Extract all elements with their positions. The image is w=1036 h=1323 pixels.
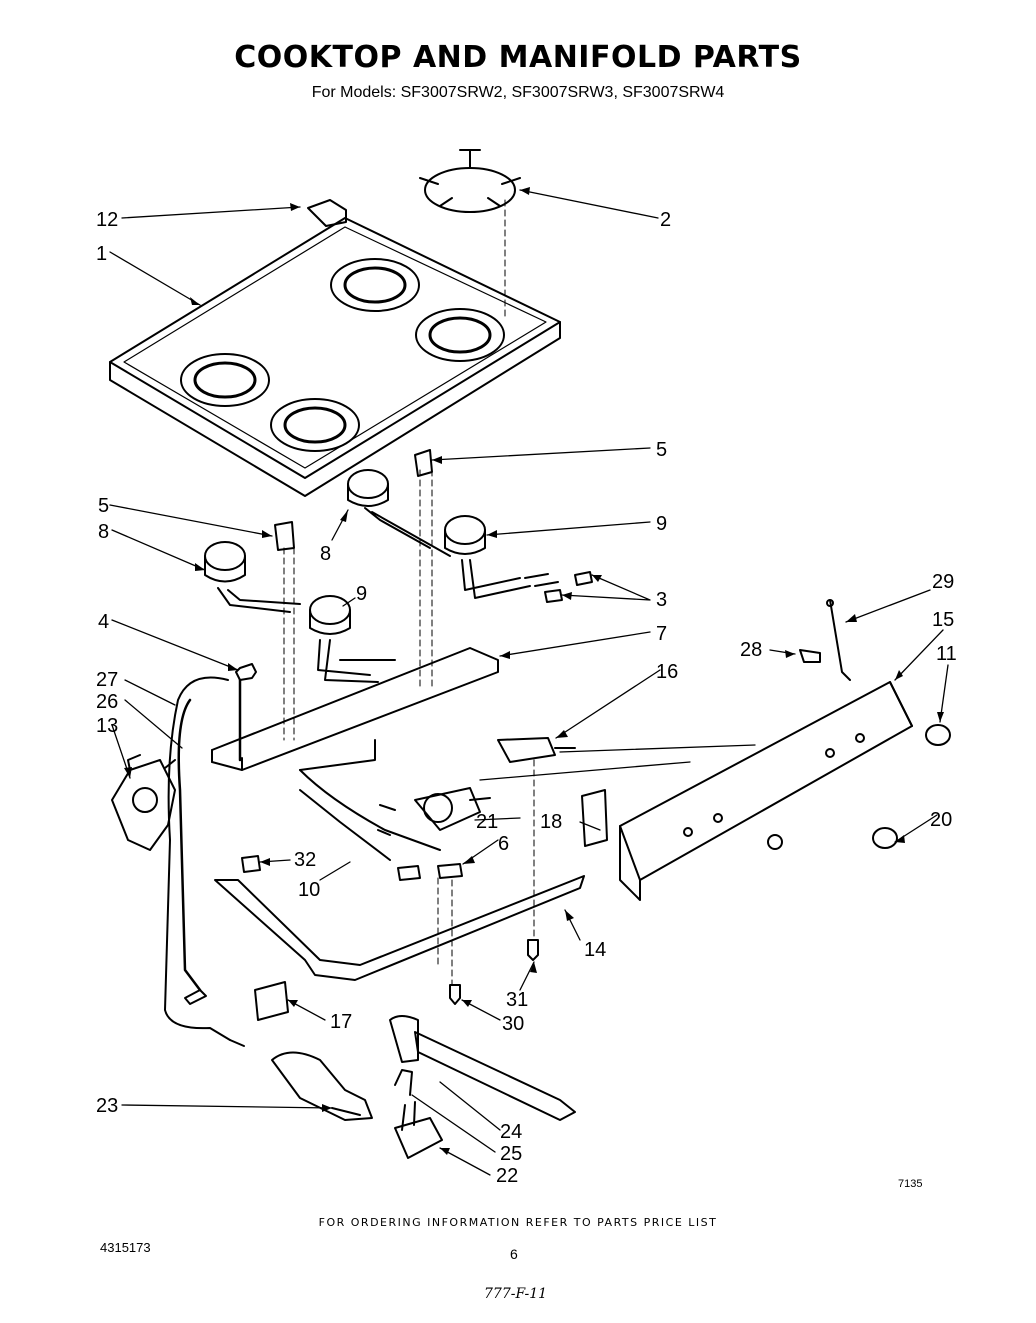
burner-grate: [419, 149, 521, 213]
control-panel: [619, 681, 913, 901]
valve-bracket: [581, 789, 608, 847]
cooktop-panel: [109, 217, 561, 497]
gas-tubing: [164, 676, 231, 1041]
callout-30: 30: [502, 1013, 524, 1035]
control-knob: [925, 724, 951, 746]
callout-7: 7: [656, 623, 667, 645]
page-number: 6: [510, 1246, 518, 1262]
callout-1: 1: [96, 243, 107, 265]
callout-2: 2: [660, 209, 671, 231]
pilot-valve: [497, 737, 556, 763]
callout-3: 3: [656, 589, 667, 611]
oven-burner: [389, 1015, 576, 1121]
panel-screw: [799, 649, 821, 663]
selector-knob: [872, 827, 898, 849]
callout-22: 22: [496, 1165, 518, 1187]
callout-9-right: 9: [656, 513, 667, 535]
callout-21: 21: [476, 811, 498, 833]
callout-27: 27: [96, 669, 118, 691]
orifice-hood-1: [574, 571, 593, 586]
burner-assembly-right: [347, 469, 559, 599]
burner-bracket-left: [274, 521, 295, 551]
spark-connector-2: [397, 865, 421, 881]
callout-8-right: 8: [320, 543, 331, 565]
callout-5-right: 5: [656, 439, 667, 461]
callout-32: 32: [294, 849, 316, 871]
screw-31: [527, 939, 539, 961]
ordering-note: FOR ORDERING INFORMATION REFER TO PARTS …: [318, 1216, 718, 1229]
callout-29: 29: [932, 571, 954, 593]
callout-16: 16: [656, 661, 678, 683]
mounting-plate: [254, 981, 289, 1021]
callout-17: 17: [330, 1011, 352, 1033]
oven-pilot: [271, 1051, 373, 1121]
callout-11: 11: [936, 643, 957, 665]
callout-31: 31: [506, 989, 528, 1011]
burner-support-rail: [214, 875, 585, 981]
callout-25: 25: [500, 1143, 522, 1165]
thermocouple-tube: [394, 1069, 413, 1096]
callout-20: 20: [930, 809, 952, 831]
cooktop-bracket: [307, 199, 347, 227]
pressure-regulator: [111, 754, 176, 851]
page-title: COOKTOP AND MANIFOLD PARTS: [234, 40, 802, 75]
callout-9-left: 9: [356, 583, 367, 605]
callout-14: 14: [584, 939, 606, 961]
drawing-code: 7135: [898, 1178, 923, 1190]
spark-connector-1: [437, 863, 463, 879]
callout-5-left: 5: [98, 495, 109, 517]
callout-24: 24: [500, 1121, 522, 1143]
burner-assembly-left: [204, 541, 396, 683]
callout-10: 10: [298, 879, 320, 901]
callout-15: 15: [932, 609, 954, 631]
models-subtitle: For Models: SF3007SRW2, SF3007SRW3, SF30…: [311, 84, 725, 101]
orifice-hood-2: [544, 589, 563, 603]
screw-30: [449, 984, 461, 1005]
callout-28: 28: [740, 639, 762, 661]
callout-23: 23: [96, 1095, 118, 1117]
handwritten-note: 777-F-11: [484, 1286, 548, 1302]
manifold-tube: [177, 678, 242, 992]
burner-support-bar: [211, 647, 499, 771]
callout-6: 6: [498, 833, 509, 855]
document-number: 4315173: [100, 1240, 151, 1255]
callout-26: 26: [96, 691, 118, 713]
burner-bracket-right: [414, 449, 433, 477]
callout-18: 18: [540, 811, 562, 833]
callout-4: 4: [98, 611, 109, 633]
control-valve: [414, 787, 491, 831]
callout-12: 12: [96, 209, 118, 231]
callout-8-left: 8: [98, 521, 109, 543]
safety-valve: [394, 1101, 443, 1159]
spacer: [241, 855, 261, 873]
callout-13: 13: [96, 715, 118, 737]
electrode-wire: [829, 599, 851, 681]
nut: [235, 663, 257, 681]
